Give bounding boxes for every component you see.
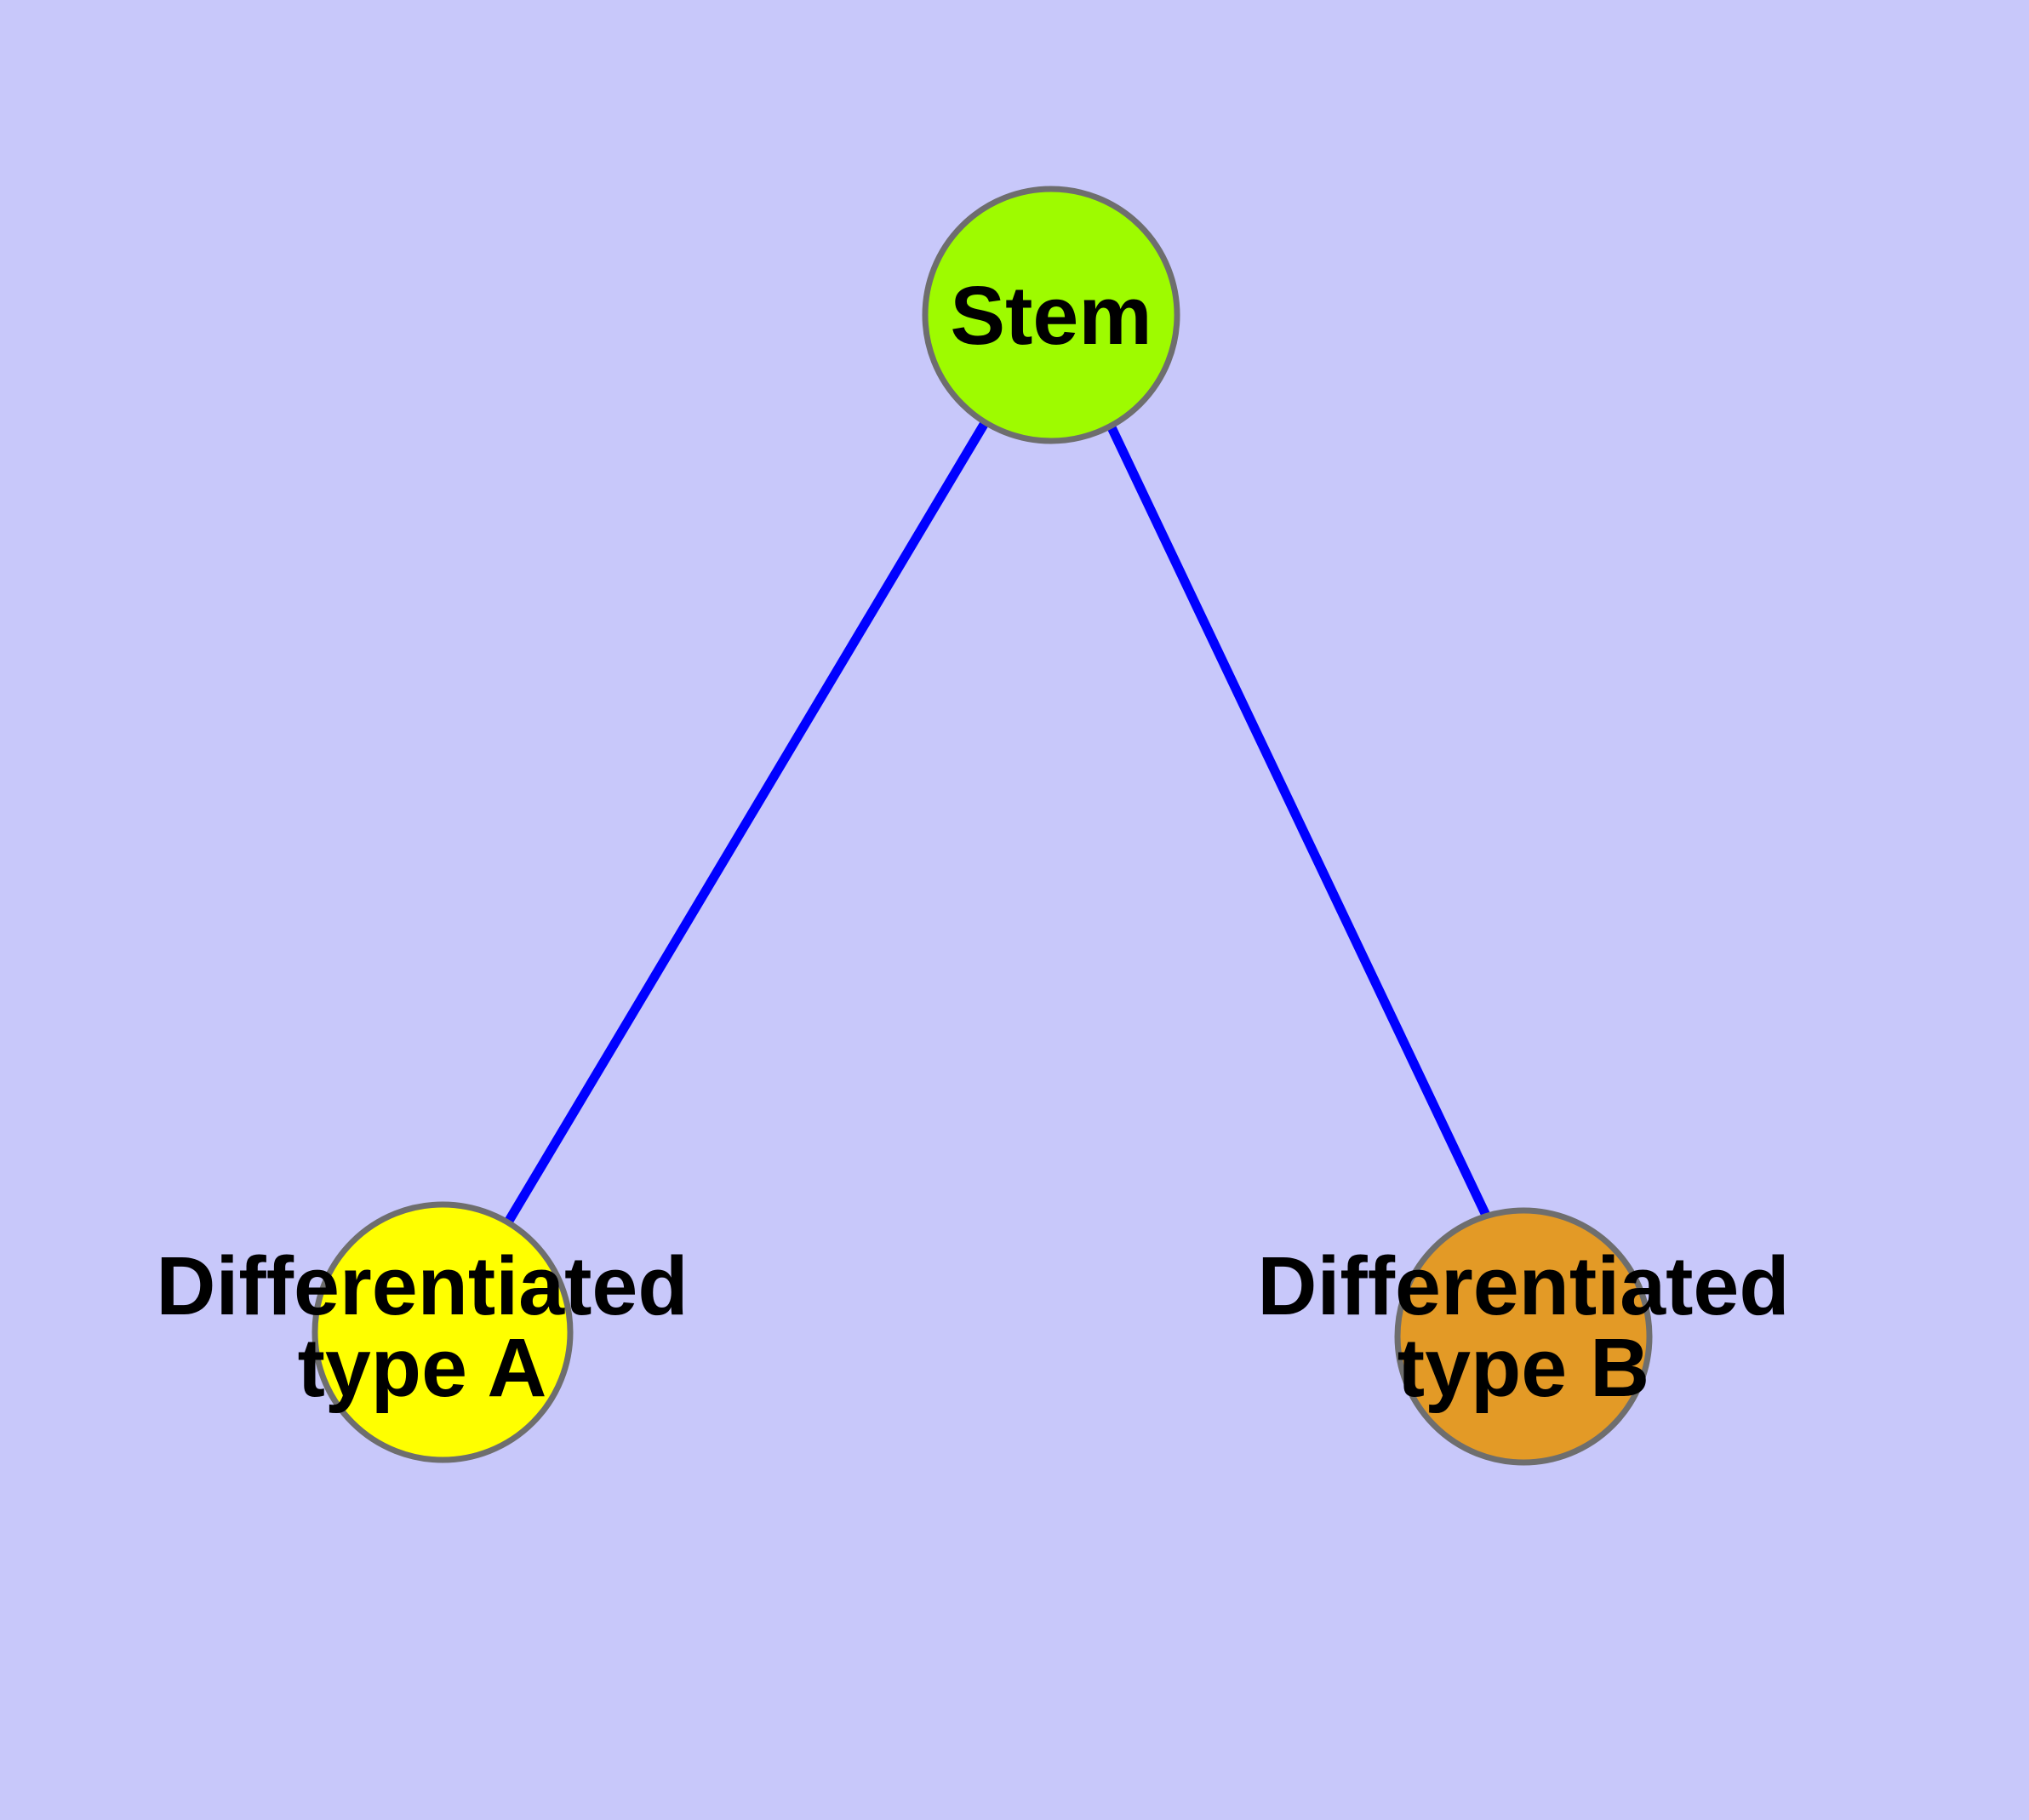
edges-group: [505, 421, 1494, 1225]
node-differentiated-type-a-circle[interactable]: [311, 1201, 574, 1463]
node-stem-circle[interactable]: [922, 186, 1180, 444]
node-label-line: type A: [298, 1321, 547, 1414]
node-label-line: Differentiated: [156, 1239, 688, 1332]
edge-stem-to-differentiated-type-b[interactable]: [1106, 423, 1494, 1225]
node-label-line: type B: [1397, 1321, 1649, 1414]
node-differentiated-type-b-circle[interactable]: [1394, 1207, 1653, 1466]
node-stem-label: Stem: [950, 269, 1152, 362]
nodes-group: [311, 186, 1653, 1466]
node-label-line: Stem: [950, 269, 1152, 362]
node-label-line: Differentiated: [1257, 1239, 1789, 1332]
edge-stem-to-differentiated-type-a[interactable]: [505, 421, 989, 1223]
